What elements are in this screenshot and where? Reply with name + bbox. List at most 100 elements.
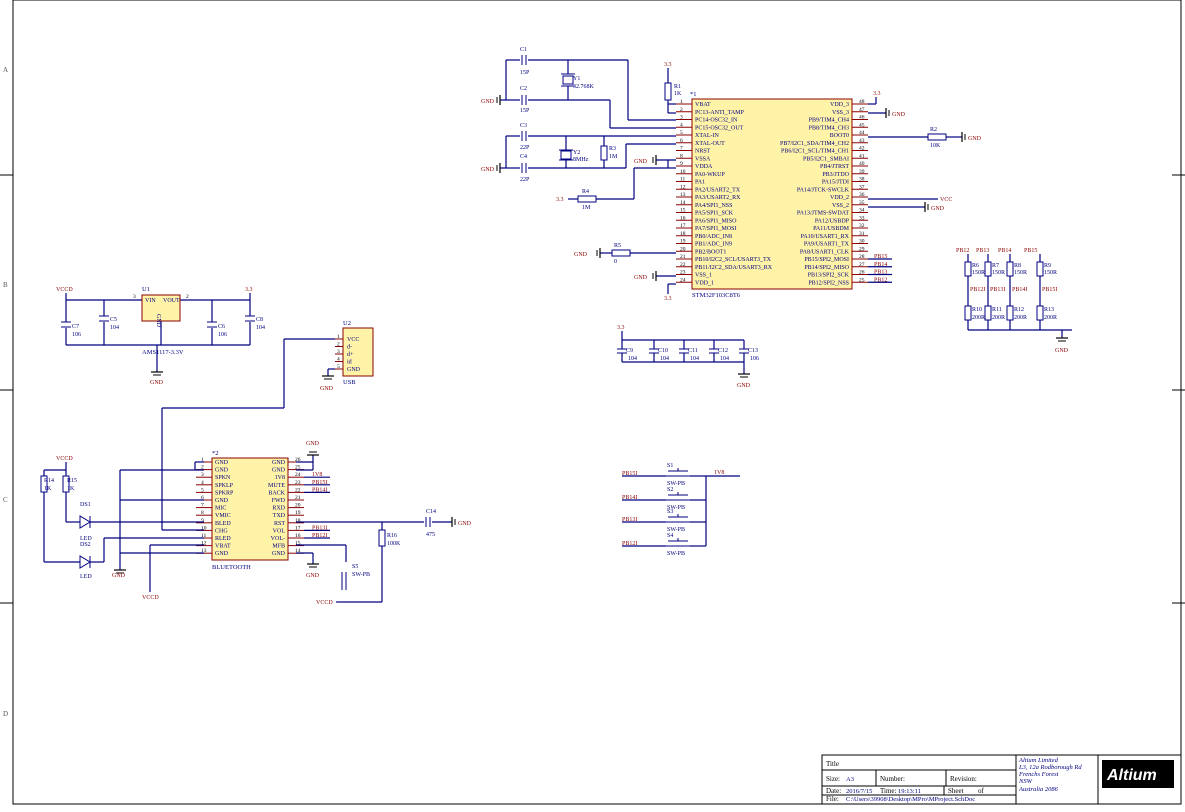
mcu-pin-number: 24 (680, 277, 686, 283)
c5-ref: C5 (110, 317, 117, 323)
mcu-pin-number: 2 (680, 107, 683, 113)
r14-val: 1K (44, 486, 52, 492)
tb-of-label: of (978, 787, 985, 795)
mcu-pin-name: VBAT (695, 102, 711, 108)
decap-ref: C12 (718, 348, 728, 354)
divider-resistor-bot (964, 305, 972, 321)
tb-file-label: File: (826, 795, 839, 803)
divider-resistor-bot (984, 305, 992, 321)
mcu-pin-name: VDD_3 (830, 102, 849, 108)
mcu-pin-number: 37 (859, 184, 865, 190)
bt-pin-name: MIC (215, 506, 226, 512)
c1-val: 15P (520, 70, 530, 76)
r16-val: 100K (387, 541, 401, 547)
decap-ref: C11 (688, 348, 698, 354)
switch-ref: S1 (667, 463, 673, 469)
bt-net-label: PB13I (312, 525, 327, 531)
regulator-ams1117[interactable]: VCCD 3.3 VIN VOUT GND 3 2 U1 AMS1117-3.3… (56, 286, 265, 386)
divider-resistor-top (1006, 261, 1014, 277)
net-gnd-reg: GND (150, 380, 164, 386)
switch-value: SW-PB (667, 551, 685, 557)
mcu-pin-number: 17 (680, 223, 686, 229)
mcu-pin-name: PA15/JTDI (822, 180, 849, 186)
mcu-net-label: PB13 (874, 270, 887, 276)
bt-pin-name: BLED (215, 521, 231, 527)
bt-ref: *2 (212, 450, 219, 457)
bt-pin-name: GND (272, 551, 286, 557)
net-3v3-r1: 3.3 (664, 62, 672, 68)
usb-pin-name: d+ (347, 352, 354, 358)
mcu-pin-number: 38 (859, 177, 865, 183)
usb-part: USB (343, 379, 356, 386)
c7-val: 106 (72, 332, 81, 338)
mcu-pin-name: PC13-ANTI_TAMP (695, 110, 745, 116)
mcu-pin-name: PA12/USBDP (815, 218, 850, 224)
mcu-pin-name: VDDA (695, 164, 713, 170)
mcu-pin-name: PA7/SPI1_MOSI (695, 226, 736, 232)
mcu-pin-number: 12 (680, 184, 686, 190)
net-gnd-bt-left: GND (112, 573, 126, 579)
bt-pin-number: 22 (295, 487, 301, 493)
bt-pin-number: 19 (295, 510, 301, 516)
title-block: Title Size: A3 Number: Revision: Date: 2… (821, 754, 1182, 805)
divider-val-top: 150R (1014, 270, 1027, 276)
y1-val: 32.768K (573, 84, 595, 90)
net-gnd-c14: GND (458, 521, 472, 527)
resistor-dividers[interactable]: PB12R6150RPB12IR10200RPB13R7150RPB13IR11… (956, 248, 1072, 354)
c1-ref: C1 (520, 47, 527, 53)
bt-pin-name: GND (215, 551, 229, 557)
r15-ref: R15 (67, 478, 77, 484)
mcu-pin-name: PA13/JTMS-SWDAT (797, 211, 849, 217)
net-gnd-bt-top: GND (306, 441, 320, 447)
tb-company-0: Altium Limited (1018, 757, 1059, 764)
bt-pin-number: 17 (295, 525, 301, 531)
bt-pin-name: FWD (272, 498, 286, 504)
mcu-pin-number: 27 (859, 262, 865, 268)
usb-pin-name: d- (347, 345, 352, 351)
mcu-pin-name: PC15-OSC32_OUT (695, 125, 744, 131)
net-3v3-vdd1: 3.3 (664, 296, 672, 302)
bt-pin-number: 23 (295, 480, 301, 486)
mcu-pin-number: 15 (680, 208, 686, 214)
r2-ref: R2 (930, 127, 937, 133)
decap-value: 106 (750, 356, 759, 362)
mcu-net-label: PB15 (874, 254, 887, 260)
mcu-pin-name: XTAL-IN (695, 133, 720, 139)
divider-ref-top: R7 (992, 263, 999, 269)
mcu-part: STM32F103C8T6 (692, 292, 741, 299)
crystal-8mhz-circuit[interactable]: GND C3 22P C4 22P Y2 8MHz R3 1M (481, 123, 676, 183)
bt-pin-number: 12 (201, 541, 207, 547)
divider-val-top: 150R (1044, 270, 1057, 276)
divider-net-mid: PB15I (1042, 287, 1057, 293)
r3-ref: R3 (609, 146, 616, 152)
mcu-pin-number: 28 (859, 254, 865, 260)
mcu-pin-number: 26 (859, 270, 865, 276)
bt-pin-number: 18 (295, 518, 301, 524)
divider-ref-top: R8 (1014, 263, 1021, 269)
c3-ref: C3 (520, 123, 527, 129)
divider-val-bot: 200R (1014, 315, 1027, 321)
mcu-pin-number: 21 (680, 254, 686, 260)
mcu-pin-number: 3 (680, 115, 683, 121)
switch-net: PB13I (622, 517, 637, 523)
net-gnd-vss3: GND (892, 112, 906, 118)
tb-size-value: A3 (846, 776, 854, 783)
bt-pin-name: TXD (273, 513, 286, 519)
push-button-switches[interactable]: PB15IS1SW-PBPB14IS2SW-PBPB13IS3SW-PBPB12… (622, 463, 740, 557)
mcu-pin-number: 35 (859, 200, 865, 206)
divider-val-bot: 200R (1044, 315, 1057, 321)
bluetooth-wiring: GND VCCD VCCD R14 1K R15 1K DS1 LED DS2 … (40, 408, 472, 606)
bt-pin-name: VBAT (215, 544, 231, 550)
bt-pin-number: 10 (201, 525, 207, 531)
net-3v3-r4: 3.3 (556, 197, 564, 203)
crystal-32k-circuit[interactable]: GND C1 15P C2 15P Y1 32.768K (481, 47, 676, 129)
mcu-pin-name: PB10/I2C2_SCL/USART3_TX (695, 257, 772, 263)
r15-val: 1K (67, 486, 75, 492)
bt-pin-name: CHG (215, 528, 228, 534)
